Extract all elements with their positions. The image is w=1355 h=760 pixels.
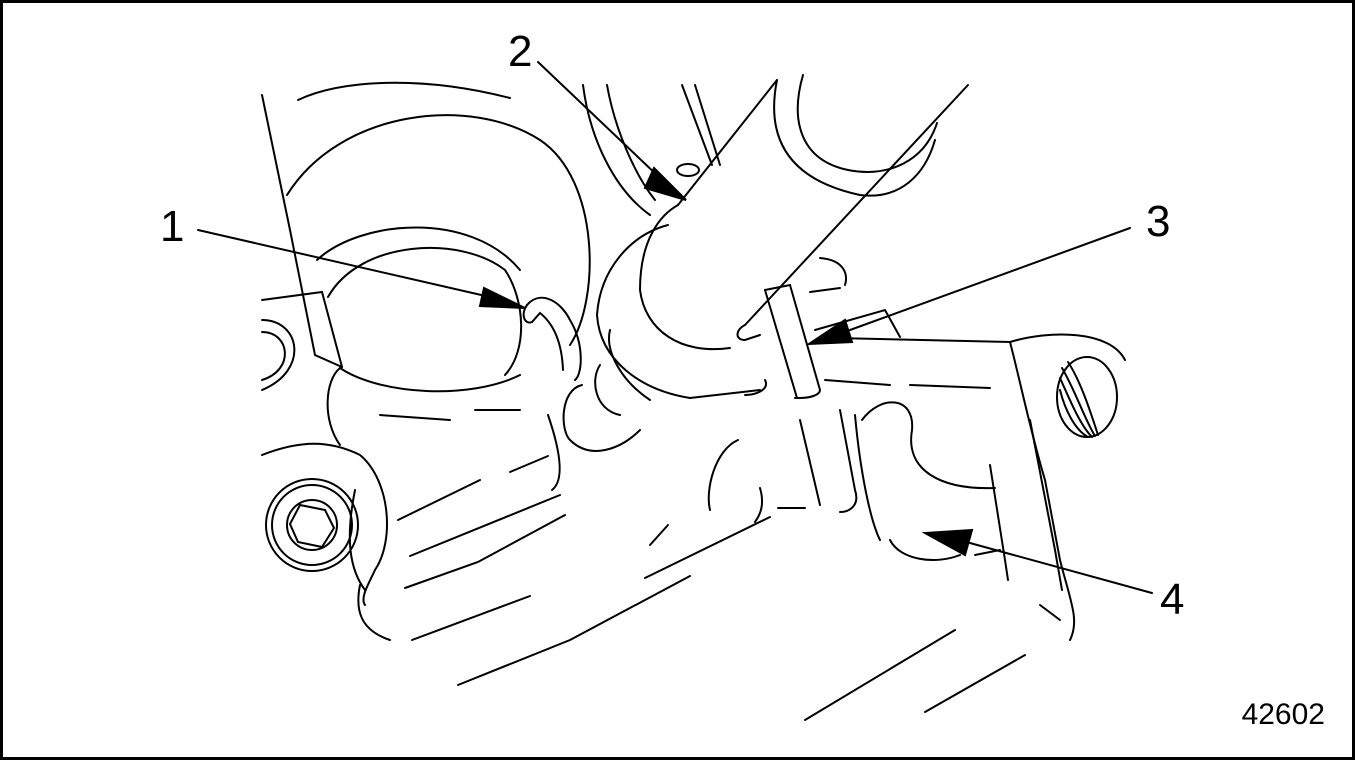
tool-cylinder	[562, 74, 969, 452]
threaded-hole	[1056, 356, 1118, 438]
bracket	[799, 308, 1126, 641]
top-post	[582, 84, 721, 216]
leader-4	[969, 542, 1153, 594]
pin	[736, 283, 822, 399]
arrowhead-4	[921, 528, 974, 557]
arrowhead-3	[805, 318, 854, 346]
hex-bolt	[261, 442, 388, 606]
callout-leaders	[197, 61, 1153, 594]
housing-lower	[348, 409, 1026, 721]
arrowhead-1	[478, 286, 526, 309]
figure-number: 42602	[1241, 698, 1325, 731]
leader-2	[537, 61, 661, 179]
callout-label-3: 3	[1146, 197, 1171, 246]
arrowhead-2	[643, 166, 687, 201]
callout-label-2: 2	[508, 27, 533, 76]
callout-label-4: 4	[1160, 575, 1185, 624]
leader-1	[197, 229, 491, 298]
leader-3	[849, 227, 1131, 331]
wire-clip	[522, 296, 582, 381]
housing-outline	[261, 81, 591, 446]
callout-label-1: 1	[160, 202, 185, 251]
